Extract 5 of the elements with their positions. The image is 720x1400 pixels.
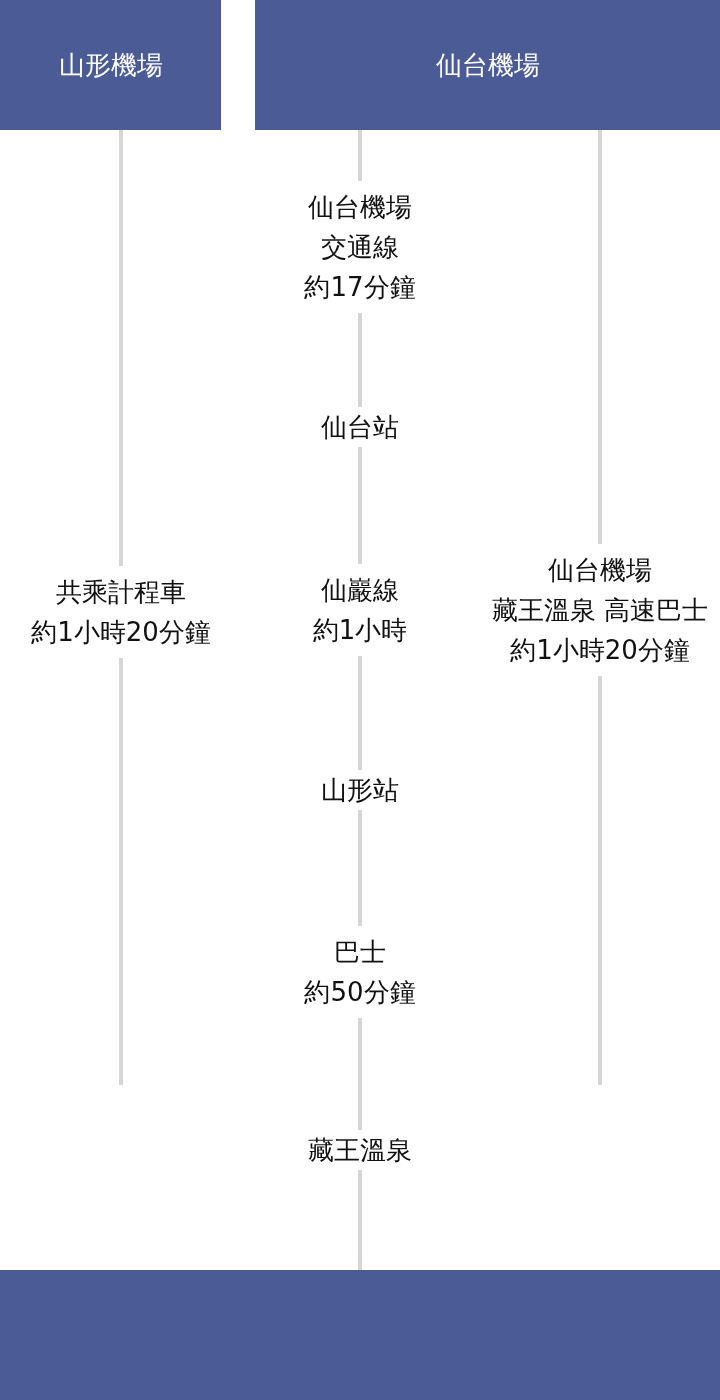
- footer-band: [0, 1270, 720, 1400]
- airport-box: 山形機場: [0, 0, 221, 130]
- route-line: [358, 1170, 362, 1270]
- airport-box: 仙台機場: [255, 0, 720, 130]
- route-line: [119, 130, 123, 1085]
